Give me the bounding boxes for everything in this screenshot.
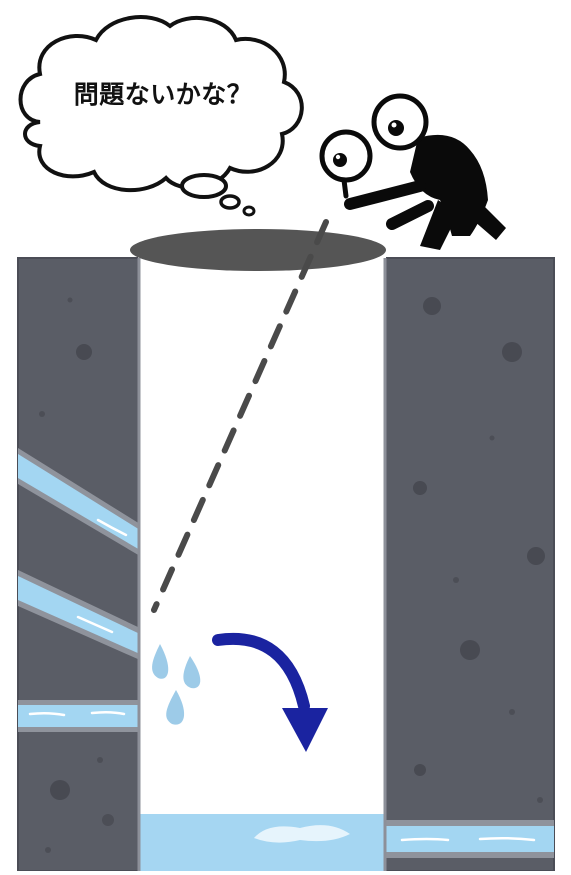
speech-bubble-text: 問題ないかな？ xyxy=(38,78,288,112)
thought-bubble xyxy=(21,17,302,215)
outflow-pipe xyxy=(384,820,554,858)
left-concrete-wall xyxy=(18,258,140,871)
manhole-shaft xyxy=(138,250,386,871)
inflow-pipe-lower xyxy=(18,700,140,732)
person-peering-with-magnifier-icon xyxy=(322,96,506,250)
right-concrete-wall xyxy=(384,258,554,871)
manhole-opening xyxy=(130,229,386,271)
water-pool xyxy=(138,814,386,871)
